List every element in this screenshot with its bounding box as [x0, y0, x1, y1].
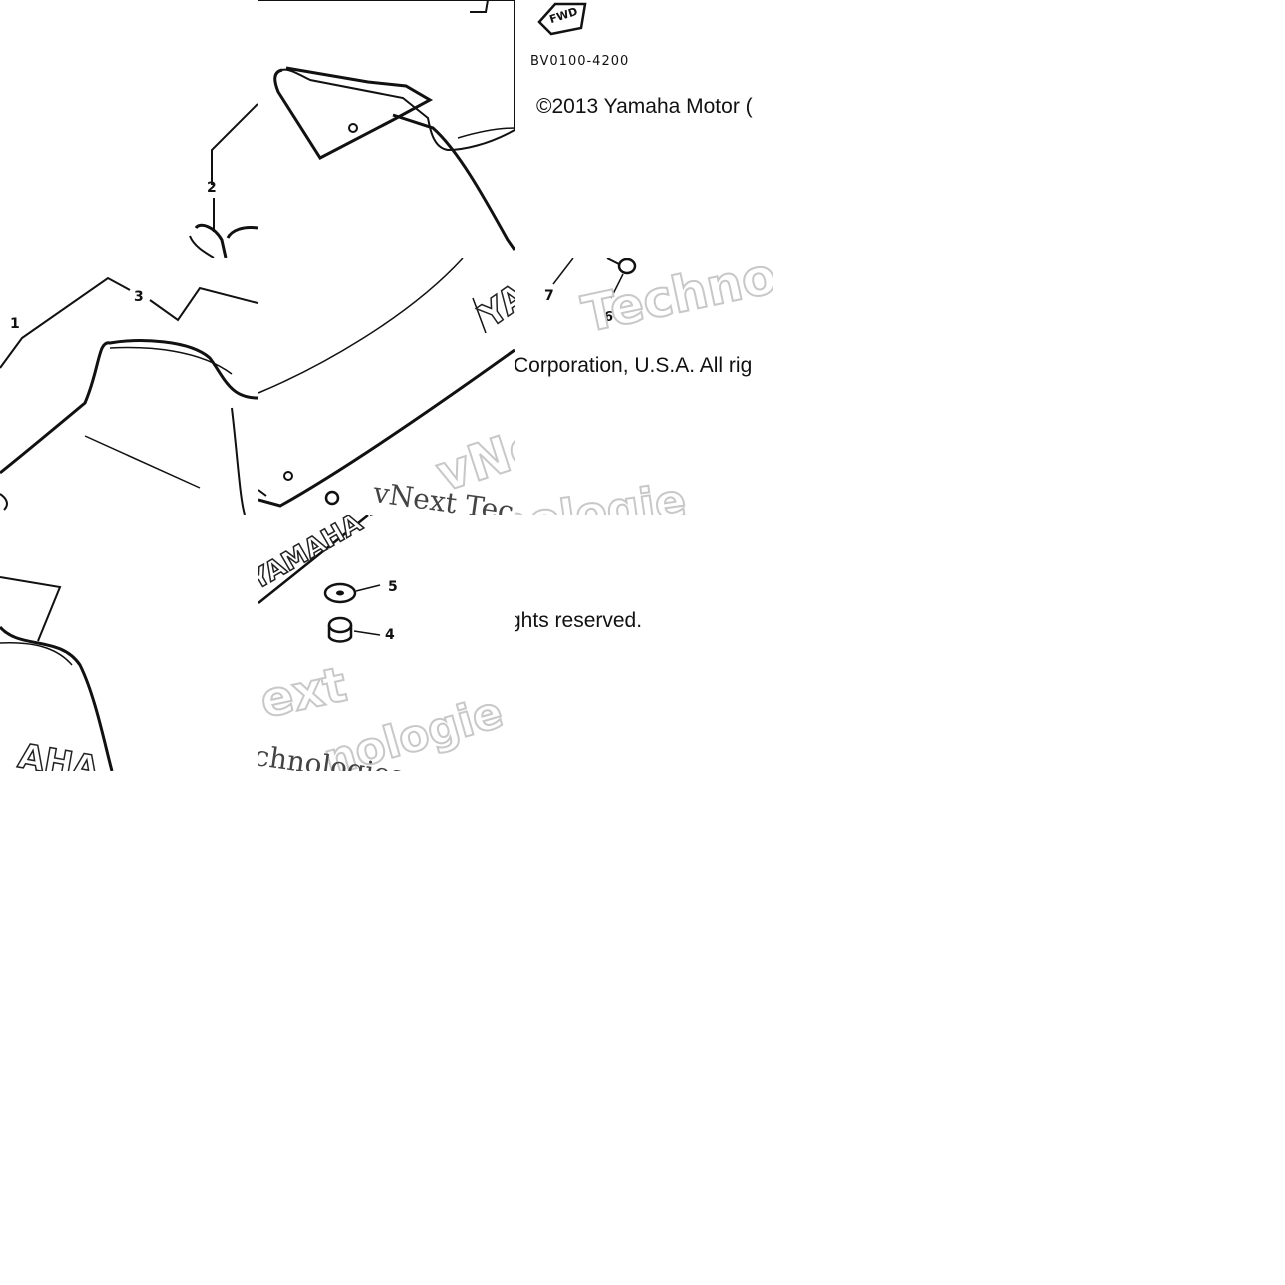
- diagram-tile-bottom-middle: YAMAHA 5 4 ext nologie chnologies: [258, 515, 515, 771]
- diagram-tile-top-middle: [258, 0, 515, 258]
- grommet-drawing: [258, 515, 381, 643]
- diagram-tile-center: YA vNe vNext Technologies: [258, 258, 515, 515]
- part-code: BV0100-4200: [530, 54, 630, 69]
- side-cover-drawing: [258, 258, 515, 508]
- seat-drawing: [0, 276, 258, 515]
- callout-2: 2: [207, 180, 217, 196]
- copyright-line-1: ©2013 Yamaha Motor (: [536, 95, 753, 118]
- fender-drawing: [0, 576, 114, 771]
- copyright-line-2: Corporation, U.S.A. All rig: [515, 354, 753, 377]
- diagram-tile-bottom-left: AHA: [0, 515, 258, 771]
- diagram-tile-top-right: FWD BV0100-4200 ©2013 Yamaha Motor (: [515, 0, 773, 258]
- callout-3: 3: [134, 289, 144, 305]
- bracket-drawing: [189, 103, 258, 258]
- copyright-line-3: ghts reserved.: [515, 609, 643, 632]
- diagram-tile-top-left: 2: [0, 0, 258, 258]
- bolt-drawing: [552, 258, 637, 299]
- callout-4: 4: [385, 627, 395, 643]
- callout-6: 6: [604, 310, 614, 325]
- callout-1: 1: [10, 316, 20, 332]
- callout-7: 7: [544, 288, 554, 304]
- diagram-tile-middle-left: 1 3: [0, 258, 258, 515]
- diagram-tile-middle-right: 7 6 Techno Corporation, U.S.A. All rig n…: [515, 258, 773, 515]
- callout-5: 5: [388, 579, 398, 595]
- fwd-arrow[interactable]: [515, 0, 773, 258]
- diagram-tile-bottom-right: ghts reserved.: [515, 515, 773, 771]
- cowl-drawing: [258, 0, 515, 251]
